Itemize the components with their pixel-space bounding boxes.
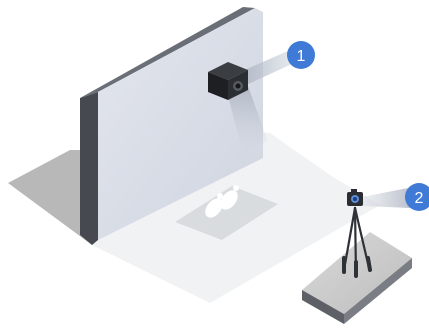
camera-1-icon xyxy=(208,62,248,100)
camera-1-beam-wall xyxy=(228,86,268,150)
marker-1: 1 xyxy=(287,41,315,69)
wall-top xyxy=(80,7,255,98)
floor-shadow xyxy=(8,150,102,245)
wall-side xyxy=(80,92,98,245)
marker-2-label: 2 xyxy=(415,190,424,207)
footprints-icon xyxy=(205,185,239,218)
tripod-platform xyxy=(302,232,412,324)
camera-1-beam xyxy=(240,50,292,86)
marker-1-label: 1 xyxy=(297,48,306,65)
tripod-icon xyxy=(342,206,372,278)
marker-2: 2 xyxy=(405,183,429,211)
camera-2-beam xyxy=(362,188,410,208)
footprint-zone xyxy=(175,186,278,240)
camera-2-icon xyxy=(347,189,363,206)
